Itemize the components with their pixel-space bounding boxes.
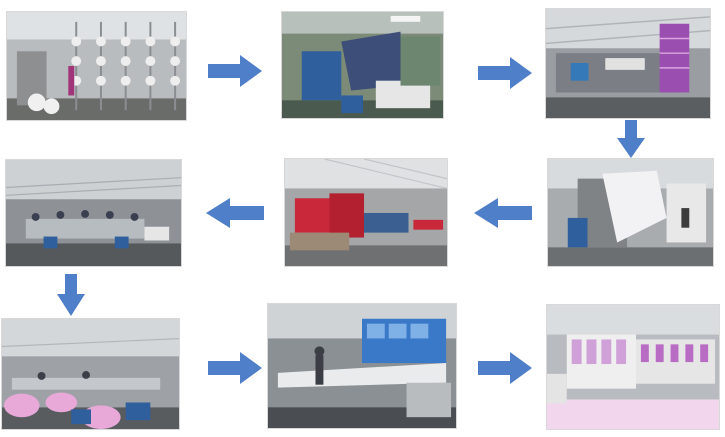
photo-fabric-inspection [547, 158, 714, 267]
arrow-left-1 [206, 198, 264, 228]
arrow-right-3 [208, 352, 262, 384]
photo-fabric-dyeing [281, 11, 444, 119]
photo-sewing-workshop [5, 159, 182, 267]
arrow-right-4 [478, 352, 532, 384]
photo-packing-area [1, 318, 180, 430]
photo-cutting-tables [267, 303, 457, 429]
photo-yarn-winding [6, 11, 187, 121]
photo-fabric-rolls [284, 158, 448, 267]
arrow-right-2 [478, 57, 532, 89]
arrow-down-1 [617, 120, 645, 158]
arrow-left-2 [474, 198, 532, 228]
arrow-right-1 [208, 55, 262, 87]
photo-embroidery-machines [546, 304, 720, 430]
arrow-down-2 [57, 274, 85, 316]
photo-weaving-looms [545, 8, 711, 119]
